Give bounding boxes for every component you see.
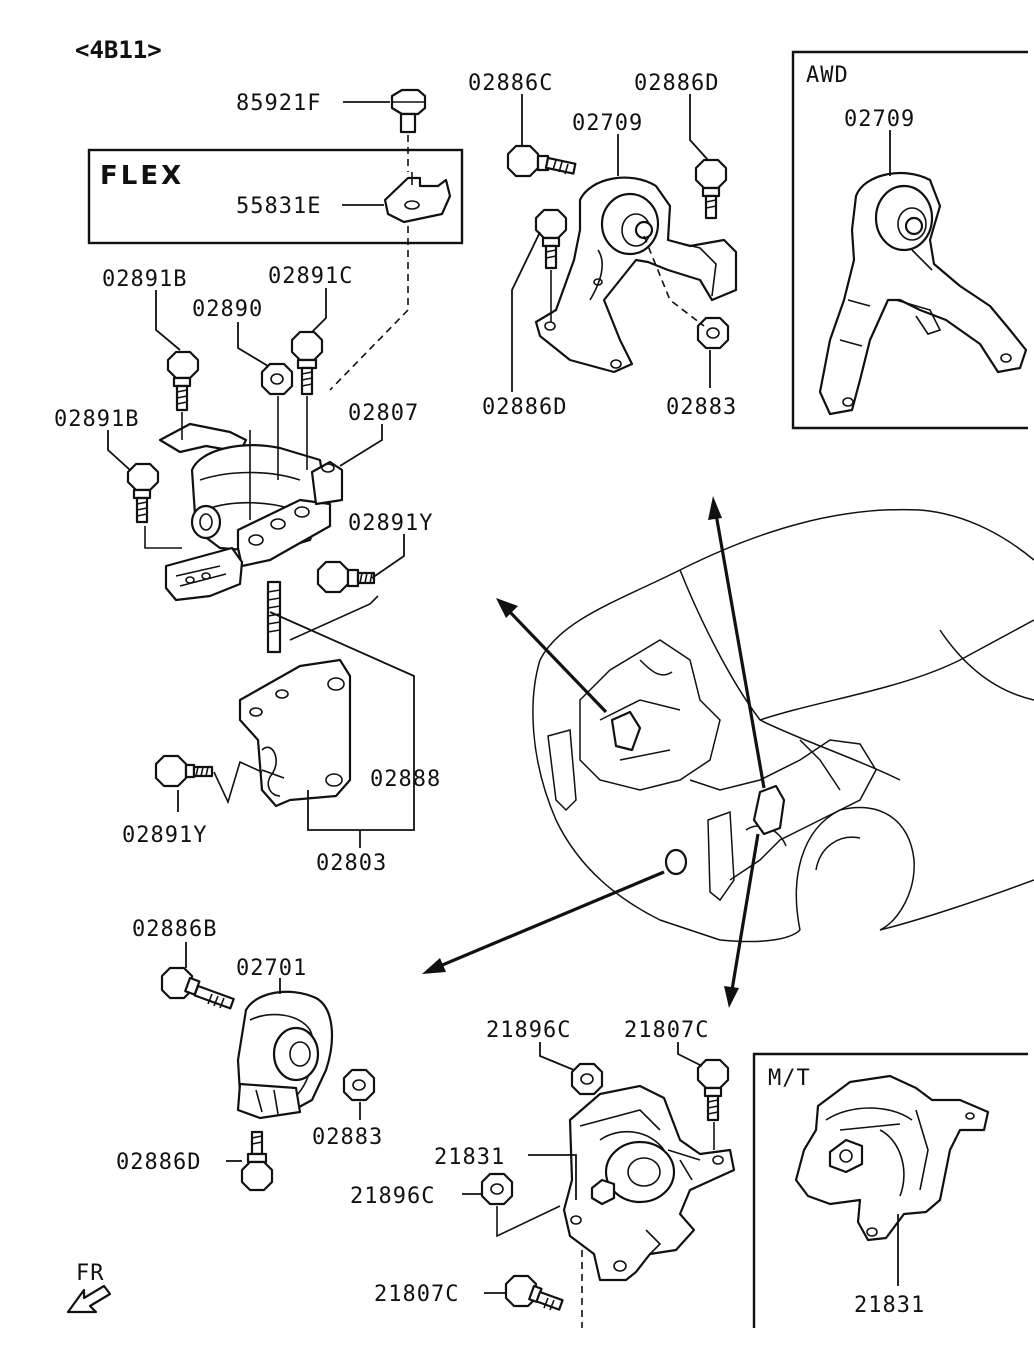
- bolt-02891Y-right: [316, 560, 376, 594]
- label-02709-awd: 02709: [844, 107, 915, 132]
- awd-box-title: AWD: [806, 63, 849, 88]
- vehicle-engine-bay-outline: [532, 508, 1034, 943]
- label-21831: 21831: [434, 1145, 505, 1170]
- front-direction-arrow-icon: [66, 1284, 112, 1314]
- label-02888: 02888: [370, 767, 441, 792]
- bolt-02886D-mid: [534, 208, 568, 270]
- bolt-02886C: [506, 144, 577, 178]
- label-21831-mt: 21831: [854, 1293, 925, 1318]
- nut-21896C-top: [570, 1062, 604, 1096]
- label-02891B-left: 02891B: [54, 407, 139, 432]
- bolt-02886D-top: [694, 158, 728, 220]
- nut-02890: [260, 362, 294, 396]
- label-02886D-mid: 02886D: [482, 395, 567, 420]
- label-02886D-bottom: 02886D: [116, 1150, 201, 1175]
- nut-02883-bottom: [342, 1068, 376, 1102]
- label-02803: 02803: [316, 851, 387, 876]
- label-02807: 02807: [348, 401, 419, 426]
- pointer-arrows: [422, 496, 766, 1008]
- mount-21831-mt: [794, 1074, 990, 1242]
- label-21896C-mid: 21896C: [350, 1184, 435, 1209]
- label-21896C-top: 21896C: [486, 1018, 571, 1043]
- label-21807C-bottom: 21807C: [374, 1282, 459, 1307]
- engine-code-title: <4B11>: [75, 36, 162, 64]
- label-55831E: 55831E: [236, 194, 321, 219]
- bracket-55831E: [383, 172, 452, 224]
- bolt-02886D-bottom: [240, 1130, 274, 1192]
- label-02891C: 02891C: [268, 264, 353, 289]
- label-02701: 02701: [236, 956, 307, 981]
- label-85921F: 85921F: [236, 91, 321, 116]
- direction-label: FR: [76, 1261, 105, 1286]
- mount-bracket-02709-awd: [818, 172, 1028, 416]
- flex-box: [87, 148, 464, 245]
- label-02883-top: 02883: [666, 395, 737, 420]
- bolt-85921F: [390, 88, 427, 134]
- nut-02883-top: [696, 316, 730, 350]
- bracket-02888: [238, 658, 352, 808]
- bolt-21807C-bottom: [504, 1274, 564, 1311]
- bolt-02891B-top: [166, 350, 200, 412]
- bolt-02891B-left: [126, 462, 160, 524]
- label-02709: 02709: [572, 111, 643, 136]
- mount-02701: [236, 990, 334, 1120]
- bolt-02891C: [290, 330, 324, 396]
- label-02891Y-right: 02891Y: [348, 511, 433, 536]
- label-02891Y-left: 02891Y: [122, 823, 207, 848]
- label-02886B: 02886B: [132, 917, 217, 942]
- nut-21896C-mid: [480, 1172, 514, 1206]
- engine-mount-02807: [158, 422, 344, 602]
- bolt-21807C-top: [696, 1058, 730, 1122]
- bolt-02891Y-left: [154, 754, 214, 788]
- label-02890: 02890: [192, 297, 263, 322]
- label-02883-bottom: 02883: [312, 1125, 383, 1150]
- stud-bolt: [266, 580, 282, 654]
- label-21807C-top: 21807C: [624, 1018, 709, 1043]
- flex-box-title: FLEX: [100, 161, 184, 191]
- bolt-02886B: [160, 966, 235, 1010]
- label-02891B-top: 02891B: [102, 267, 187, 292]
- label-02886D-top: 02886D: [634, 71, 719, 96]
- mount-bracket-02709: [534, 176, 738, 374]
- mount-21831: [562, 1084, 736, 1282]
- mt-box-title: M/T: [768, 1066, 811, 1091]
- label-02886C: 02886C: [468, 71, 553, 96]
